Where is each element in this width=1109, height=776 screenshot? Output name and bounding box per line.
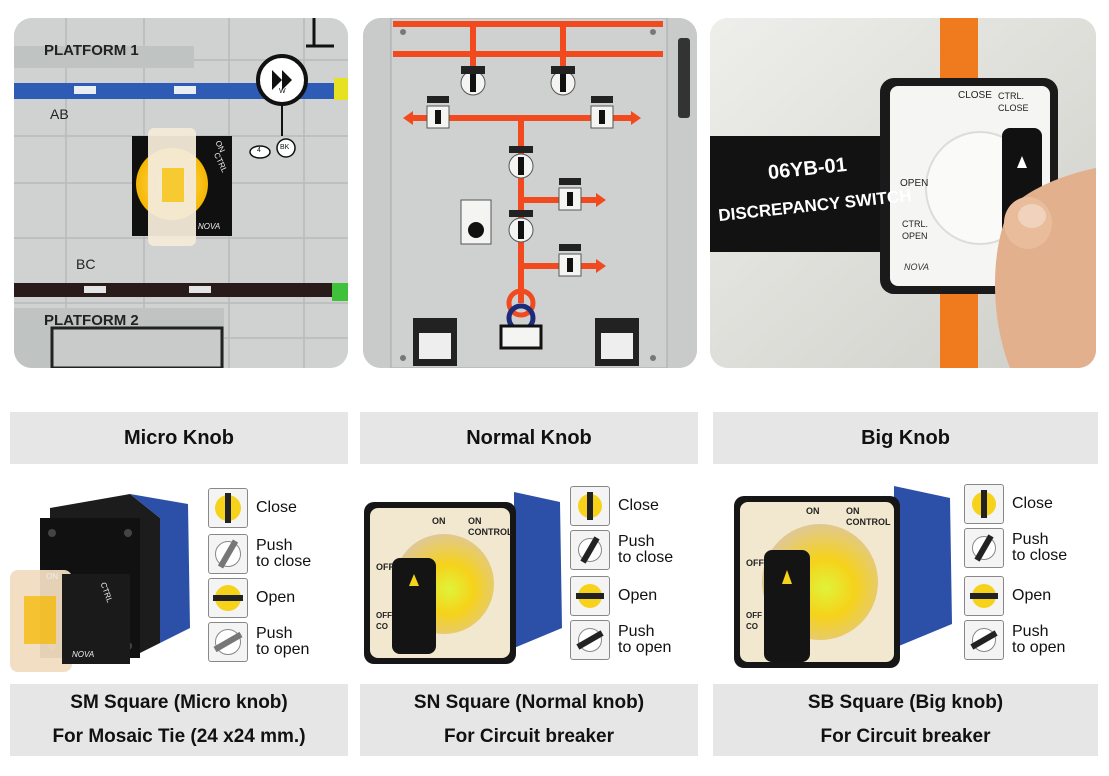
photo-mosaic-panel: PLATFORM 1 AB BC PLATFORM 2 W BK 4 ON CT…: [14, 18, 348, 368]
open-position-icon: [964, 576, 1004, 616]
legend-push-to-close: Push to close: [570, 530, 673, 570]
legend-push-to-close: Push to close: [208, 534, 311, 574]
legend-close: Close: [570, 486, 659, 526]
micro-device-on: ON: [46, 572, 58, 581]
discrepancy-switch-illustration: [710, 18, 1096, 368]
micro-knob-use: For Mosaic Tie (24 x24 mm.): [52, 726, 306, 747]
normal-device-off-control: OFF CO: [376, 611, 392, 631]
symbol-4-label: 4: [257, 147, 261, 154]
legend-push-to-open: Push to open: [964, 620, 1065, 660]
legend-push-to-close-label-1: Push: [618, 533, 655, 550]
legend-push-to-close-label-2: to close: [1012, 547, 1068, 564]
big-device-on: ON: [806, 506, 820, 516]
big-device-on-control: ON CONTROL: [846, 506, 891, 527]
label-ctrl-open: CTRL. OPEN: [902, 219, 929, 241]
legend-push-to-open-label-1: Push: [1012, 623, 1049, 640]
push-to-close-icon: [208, 534, 248, 574]
open-position-icon: [208, 578, 248, 618]
normal-knob-description: SN Square (Normal knob) For Circuit brea…: [360, 684, 698, 756]
normal-knob-device-image: [364, 492, 562, 664]
micro-device-brand: NOVA: [72, 650, 95, 659]
push-to-open-icon: [964, 620, 1004, 660]
symbol-w-label: W: [279, 88, 286, 95]
push-to-open-icon: [570, 620, 610, 660]
legend-open-label: Open: [1012, 587, 1052, 604]
platform-1-label: PLATFORM 1: [44, 42, 139, 59]
legend-push-to-open-label-2: to open: [618, 639, 672, 656]
photo-mimic-control-panel: [363, 18, 697, 368]
micro-knob-title: Micro Knob: [124, 426, 234, 449]
symbol-bk-label: BK: [280, 144, 290, 151]
label-close: CLOSE: [958, 90, 992, 101]
big-knob-description: SB Square (Big knob) For Circuit breaker: [713, 684, 1098, 756]
normal-device-off: OFF: [376, 562, 394, 572]
platform-2-label: PLATFORM 2: [44, 312, 139, 329]
legend-push-to-open-label-2: to open: [256, 641, 310, 658]
legend-close-label: Close: [256, 499, 297, 516]
label-ctrl-close: CTRL. CLOSE: [998, 91, 1029, 113]
mosaic-panel-illustration: [14, 18, 348, 368]
label-open: OPEN: [900, 178, 929, 189]
big-knob-device-image: [734, 486, 952, 668]
legend-push-to-open: Push to open: [570, 620, 671, 660]
legend-open: Open: [964, 576, 1051, 616]
normal-knob-device: ON ON CONTROL OFF OFF CO: [364, 478, 568, 674]
legend-open-label: Open: [256, 589, 296, 606]
push-to-close-icon: [570, 530, 610, 570]
normal-device-on: ON: [432, 516, 446, 526]
micro-knob-title-box: Micro Knob: [10, 412, 348, 464]
legend-close-label: Close: [618, 497, 659, 514]
close-position-icon: [570, 486, 610, 526]
legend-open: Open: [208, 578, 295, 618]
legend-push-to-open-label-1: Push: [618, 623, 655, 640]
mimic-panel-illustration: [363, 18, 697, 368]
big-knob-device: ON ON CONTROL OFF OFF CO: [734, 478, 956, 674]
big-knob-model: SB Square (Big knob): [807, 692, 1004, 713]
close-position-icon: [208, 488, 248, 528]
legend-close: Close: [208, 488, 297, 528]
photo-discrepancy-switch: 06YB-01 DISCREPANCY SWITCH CLOSE CTRL. C…: [710, 18, 1096, 368]
micro-knob-description: SM Square (Micro knob) For Mosaic Tie (2…: [10, 684, 348, 756]
bc-label: BC: [76, 256, 96, 272]
big-knob-title: Big Knob: [861, 426, 950, 449]
micro-knob-device: ON CTRL NOVA: [10, 478, 200, 674]
big-device-off: OFF: [746, 558, 764, 568]
micro-knob-model: SM Square (Micro knob): [70, 692, 288, 713]
legend-push-to-open: Push to open: [208, 622, 309, 662]
legend-push-to-close-label-2: to close: [618, 549, 674, 566]
close-position-icon: [964, 484, 1004, 524]
normal-knob-title-box: Normal Knob: [360, 412, 698, 464]
push-to-close-icon: [964, 528, 1004, 568]
big-device-off-control: OFF CO: [746, 611, 762, 631]
legend-push-to-close: Push to close: [964, 528, 1067, 568]
legend-push-to-close-label-1: Push: [256, 537, 293, 554]
normal-knob-title: Normal Knob: [466, 426, 592, 449]
legend-close-label: Close: [1012, 495, 1053, 512]
legend-open: Open: [570, 576, 657, 616]
legend-push-to-open-label-1: Push: [256, 625, 293, 642]
switch-brand-label: NOVA: [198, 222, 221, 231]
big-knob-title-box: Big Knob: [713, 412, 1098, 464]
normal-knob-use: For Circuit breaker: [444, 726, 614, 747]
micro-knob-device-image: [10, 494, 190, 672]
switch-brand-label: NOVA: [904, 262, 930, 272]
normal-knob-model: SN Square (Normal knob): [413, 692, 645, 713]
legend-close: Close: [964, 484, 1053, 524]
legend-push-to-close-label-2: to close: [256, 553, 312, 570]
push-to-open-icon: [208, 622, 248, 662]
ab-label: AB: [50, 106, 69, 122]
open-position-icon: [570, 576, 610, 616]
legend-open-label: Open: [618, 587, 658, 604]
legend-push-to-open-label-2: to open: [1012, 639, 1066, 656]
normal-device-on-control: ON CONTROL: [468, 516, 513, 537]
legend-push-to-close-label-1: Push: [1012, 531, 1049, 548]
big-knob-use: For Circuit breaker: [820, 726, 991, 747]
